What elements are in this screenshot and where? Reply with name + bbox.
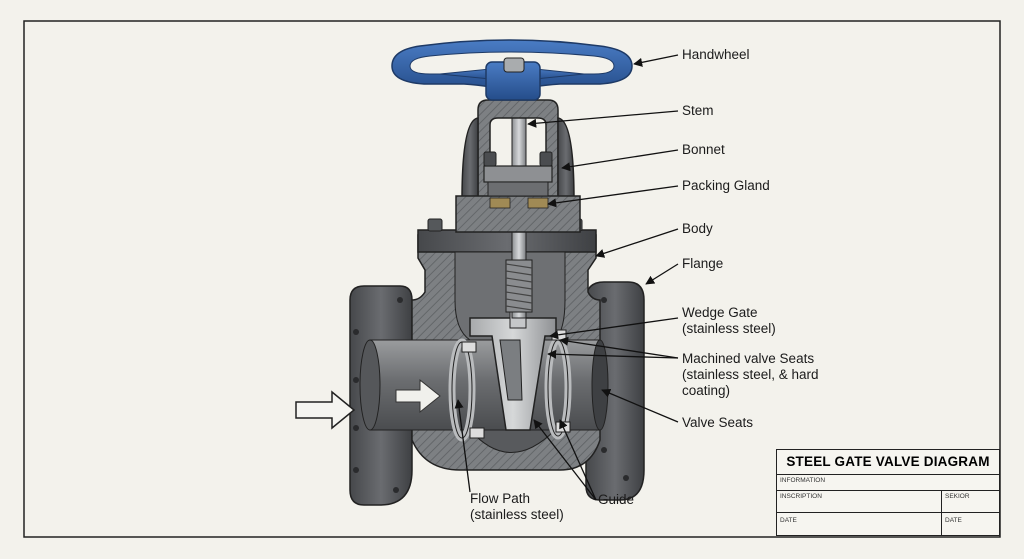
packing-gland — [483, 151, 553, 209]
label-packing-gland: Packing Gland — [682, 178, 770, 193]
label-machined-seats-line2: (stainless steel, & hard — [682, 367, 819, 382]
label-wedge-gate-line1: Wedge Gate — [682, 305, 758, 320]
label-machined-valve-seats: Machined valve Seats (stainless steel, &… — [682, 351, 819, 399]
flow-arrow-inside — [395, 378, 441, 414]
title-block-sekior: SEKIOR — [945, 493, 970, 500]
title-block-title: STEEL GATE VALVE DIAGRAM — [777, 450, 999, 475]
label-flow-path: Flow Path (stainless steel) — [470, 491, 564, 523]
label-machined-seats-line1: Machined valve Seats — [682, 351, 815, 366]
title-block: STEEL GATE VALVE DIAGRAM INFORMATION INS… — [776, 449, 1000, 536]
label-bonnet: Bonnet — [682, 142, 725, 157]
flow-arrow-outside — [295, 390, 356, 430]
title-block-row-information: INFORMATION — [777, 475, 999, 491]
label-machined-seats-line3: coating) — [682, 383, 731, 398]
label-handwheel: Handwheel — [682, 47, 750, 62]
leader-lines — [454, 54, 679, 501]
label-stem: Stem — [682, 103, 714, 118]
label-flow-path-line2: (stainless steel) — [470, 507, 564, 522]
label-flow-path-line1: Flow Path — [470, 491, 531, 506]
title-block-row-date: DATE DATE — [777, 513, 999, 535]
bonnet — [455, 99, 581, 233]
label-guide: Guide — [598, 492, 635, 507]
label-wedge-gate: Wedge Gate (stainless steel) — [682, 305, 776, 337]
label-flange: Flange — [682, 256, 724, 271]
title-block-row-inscription: INSCRIPTION SEKIOR — [777, 491, 999, 513]
title-block-date-left: DATE — [780, 517, 797, 524]
drawing-border — [23, 20, 1001, 538]
title-block-inscription: INSCRIPTION — [780, 493, 822, 500]
title-block-information: INFORMATION — [780, 477, 826, 484]
wedge-gate — [469, 309, 557, 431]
handwheel — [391, 39, 633, 101]
label-valve-seats: Valve Seats — [682, 415, 754, 430]
flow-bore — [359, 339, 609, 453]
label-body: Body — [682, 221, 713, 236]
label-wedge-gate-line2: (stainless steel) — [682, 321, 776, 336]
title-block-date-right: DATE — [945, 517, 962, 524]
